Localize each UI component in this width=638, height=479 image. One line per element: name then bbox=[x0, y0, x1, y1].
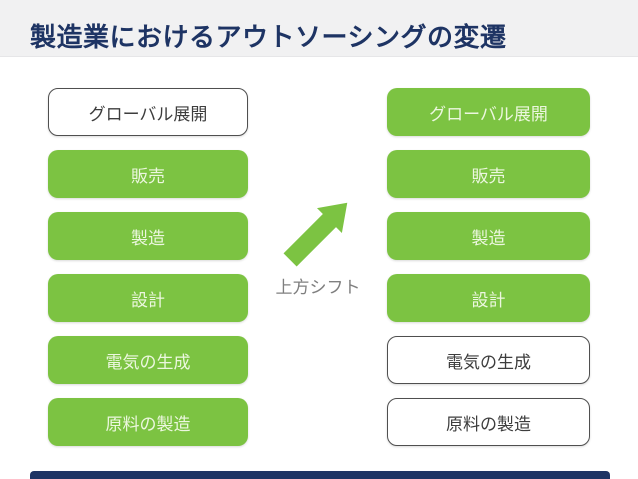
process-box-sales-left: 販売 bbox=[48, 150, 248, 198]
process-box-design-right: 設計 bbox=[387, 274, 590, 322]
process-box-design-left: 設計 bbox=[48, 274, 248, 322]
arrow-up-right-icon bbox=[280, 196, 354, 270]
process-column-before: グローバル展開販売製造設計電気の生成原料の製造 bbox=[48, 88, 248, 446]
process-box-electricity-generation-right: 電気の生成 bbox=[387, 336, 590, 384]
process-box-sales-right: 販売 bbox=[387, 150, 590, 198]
slide-title: 製造業におけるアウトソーシングの変遷 bbox=[30, 22, 507, 52]
process-box-manufacturing-right: 製造 bbox=[387, 212, 590, 260]
process-box-electricity-generation-left: 電気の生成 bbox=[48, 336, 248, 384]
process-box-raw-material-manufacturing-right: 原料の製造 bbox=[387, 398, 590, 446]
process-box-manufacturing-left: 製造 bbox=[48, 212, 248, 260]
bottom-bar bbox=[30, 471, 610, 479]
process-box-raw-material-manufacturing-left: 原料の製造 bbox=[48, 398, 248, 446]
process-box-global-expansion-right: グローバル展開 bbox=[387, 88, 590, 136]
shift-label: 上方シフト bbox=[275, 278, 361, 297]
process-box-global-expansion-left: グローバル展開 bbox=[48, 88, 248, 136]
header-band bbox=[0, 0, 638, 57]
process-column-after: グローバル展開販売製造設計電気の生成原料の製造 bbox=[387, 88, 590, 446]
